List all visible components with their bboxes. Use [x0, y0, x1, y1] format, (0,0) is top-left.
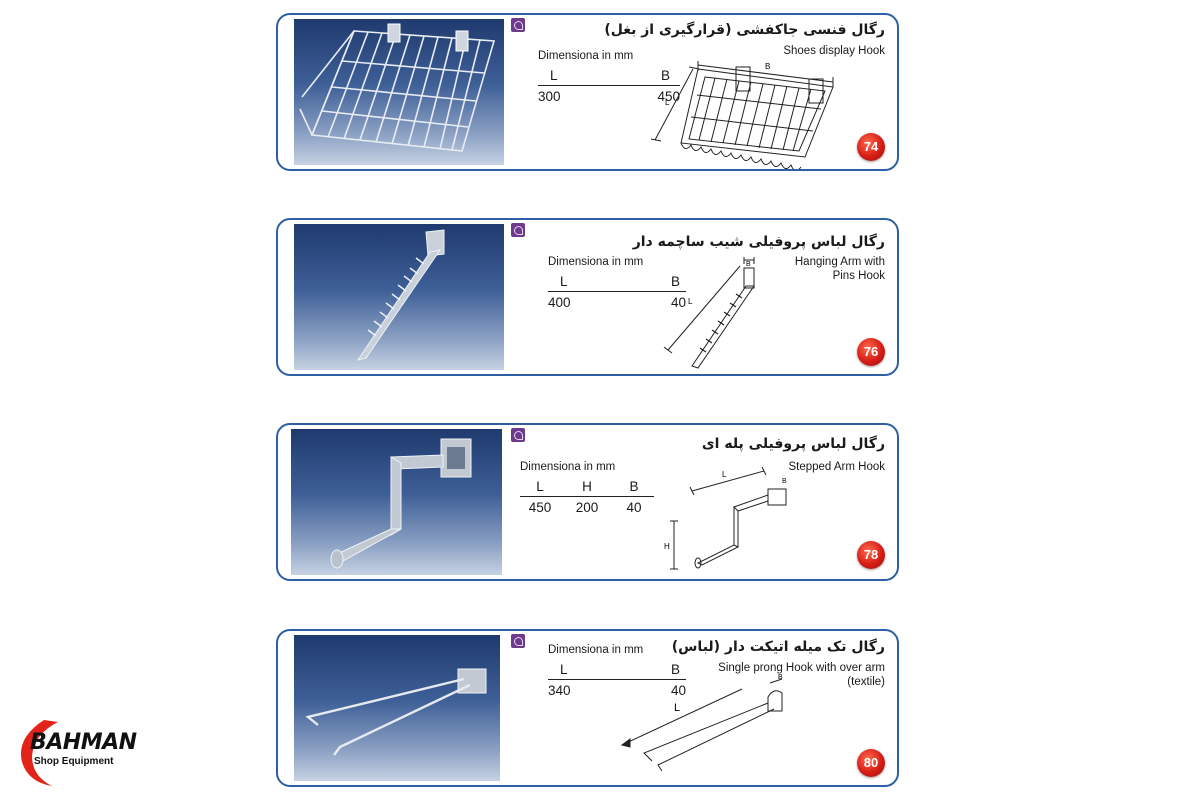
- logo-swoosh-icon: [20, 720, 58, 786]
- dimensions-caption: Dimensiona in mm: [538, 50, 634, 62]
- product-number-badge: 78: [857, 541, 885, 569]
- product-title-en: Single prong Hook with over arm(textile): [718, 662, 885, 688]
- product-card-76: رگال لباس پروفیلی شیب ساچمه دار Hanging …: [276, 218, 899, 376]
- logo-wordmark: BAHMAN: [30, 730, 137, 755]
- dim-label-b: B: [782, 478, 787, 485]
- brand-emblem-icon: [511, 18, 525, 32]
- dimensions-caption: Dimensiona in mm: [520, 461, 616, 473]
- product-title-fa: رگال تک میله اتیکت دار (لباس): [671, 639, 885, 655]
- product-photo-single-prong-hook: [294, 635, 500, 781]
- product-number-badge: 80: [857, 749, 885, 777]
- dim-label-l: L: [722, 470, 727, 479]
- brand-emblem-icon: [511, 634, 525, 648]
- logo-tagline: Shop Equipment: [34, 756, 114, 767]
- product-title-fa: رگال لباس پروفیلی شیب ساچمه دار: [632, 234, 885, 250]
- single-prong-hook-technical-drawing: L B: [620, 674, 783, 772]
- dim-label-h: H: [664, 542, 670, 551]
- stepped-arm-render: [330, 438, 472, 569]
- dimensions-caption: Dimensiona in mm: [548, 644, 644, 656]
- product-title-en: Shoes display Hook: [783, 45, 885, 57]
- dim-label-l: L: [665, 98, 670, 107]
- product-title-fa: رگال فنسی جاکفشی (قرارگیری از بغل): [604, 22, 885, 38]
- product-card-74: رگال فنسی جاکفشی (قرارگیری از بغل) Shoes…: [276, 13, 899, 171]
- bahman-logo: BAHMAN Shop Equipment: [14, 710, 144, 790]
- dim-label-b: B: [765, 62, 770, 71]
- dim-label-l: L: [674, 702, 680, 714]
- hanging-arm-technical-drawing: B L: [663, 257, 755, 369]
- product-number-badge: 76: [857, 338, 885, 366]
- product-photo-hanging-arm: [294, 224, 504, 370]
- product-photo-shoe-rack: [294, 19, 504, 165]
- product-photo-stepped-arm: [291, 429, 502, 575]
- shoe-rack-technical-drawing: B L: [650, 61, 834, 169]
- single-prong-hook-render: [305, 668, 487, 756]
- dim-label-b: B: [778, 674, 783, 681]
- dimensions-caption: Dimensiona in mm: [548, 256, 644, 268]
- shoe-rack-render: [299, 23, 496, 152]
- product-number-badge: 74: [857, 133, 885, 161]
- dim-label-b: B: [746, 261, 751, 268]
- product-title-fa: رگال لباس پروفیلی پله ای: [701, 436, 885, 452]
- hanging-arm-render: [356, 229, 445, 361]
- brand-emblem-icon: [511, 223, 525, 237]
- product-title-en: Stepped Arm Hook: [788, 461, 885, 473]
- stepped-arm-technical-drawing: L H B: [664, 466, 787, 570]
- product-card-80: رگال تک میله اتیکت دار (لباس) Single pro…: [276, 629, 899, 787]
- product-card-78: رگال لباس پروفیلی پله ای Stepped Arm Hoo…: [276, 423, 899, 581]
- brand-emblem-icon: [511, 428, 525, 442]
- dim-label-l: L: [688, 297, 693, 306]
